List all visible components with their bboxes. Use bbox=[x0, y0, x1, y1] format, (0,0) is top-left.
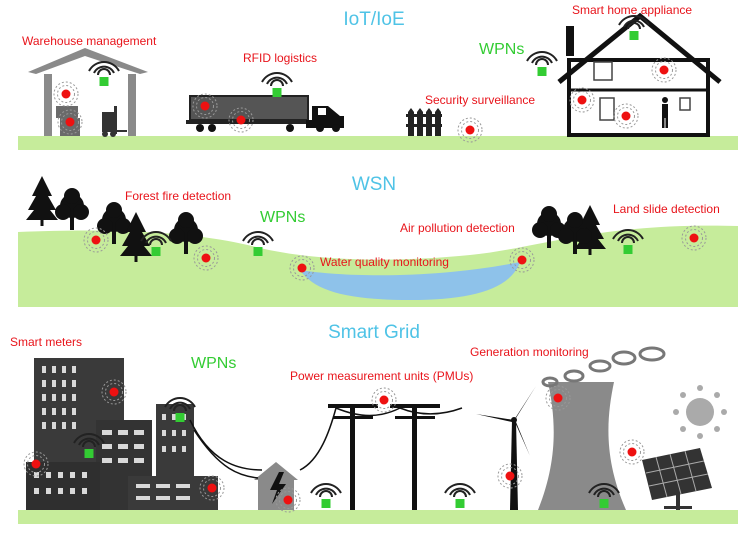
label-grid-wpns: WPNs bbox=[191, 355, 236, 372]
wpn-node-icon bbox=[310, 483, 342, 509]
label-air-pollution: Air pollution detection bbox=[400, 221, 515, 235]
sensor-node-icon bbox=[613, 103, 639, 129]
label-smart-home: Smart home appliance bbox=[572, 3, 692, 17]
iot-ground bbox=[18, 136, 738, 150]
building-windows bbox=[34, 366, 190, 500]
sensor-node-icon bbox=[619, 439, 645, 465]
label-warehouse: Warehouse management bbox=[22, 34, 157, 48]
water-lake bbox=[300, 262, 520, 300]
label-security: Security surveillance bbox=[425, 93, 535, 107]
wind-turbine-icon bbox=[476, 386, 536, 510]
truck-icon bbox=[186, 95, 344, 132]
label-iot-wpns: WPNs bbox=[479, 41, 524, 58]
sun-icon bbox=[673, 385, 727, 439]
power-pole-icon bbox=[390, 404, 440, 510]
sensor-node-icon bbox=[497, 463, 523, 489]
power-lines bbox=[189, 407, 463, 479]
transformer-icon bbox=[254, 462, 298, 510]
wpn-node-icon bbox=[261, 72, 293, 98]
wsn-title: WSN bbox=[352, 174, 396, 195]
cooling-tower-icon bbox=[538, 346, 666, 510]
tree-icon bbox=[26, 176, 58, 226]
label-pmu: Power measurement units (PMUs) bbox=[290, 369, 473, 383]
power-pole-icon bbox=[328, 404, 378, 510]
label-land-slide: Land slide detection bbox=[613, 202, 720, 216]
solar-panel-icon bbox=[642, 448, 712, 510]
sensor-node-icon bbox=[457, 117, 483, 143]
label-water-quality: Water quality monitoring bbox=[320, 255, 449, 269]
grid-ground bbox=[18, 510, 738, 524]
fence-icon bbox=[406, 108, 442, 136]
tree-icon bbox=[55, 188, 89, 230]
label-generation: Generation monitoring bbox=[470, 345, 589, 359]
sensor-node-icon bbox=[569, 87, 595, 113]
wsn-ground bbox=[18, 225, 738, 307]
label-rfid: RFID logistics bbox=[243, 51, 317, 65]
warehouse-icon bbox=[28, 48, 148, 136]
iot-title: IoT/IoE bbox=[343, 9, 404, 30]
wpn-node-icon bbox=[526, 51, 558, 77]
label-forest-fire: Forest fire detection bbox=[125, 189, 231, 203]
house-icon bbox=[557, 12, 722, 137]
grid-title: Smart Grid bbox=[328, 322, 420, 343]
label-smart-meters: Smart meters bbox=[10, 335, 82, 349]
wpn-node-icon bbox=[88, 61, 120, 87]
sensor-node-icon bbox=[53, 81, 79, 107]
forklift-icon bbox=[102, 106, 127, 137]
label-wsn-wpns: WPNs bbox=[260, 209, 305, 226]
wpn-node-icon bbox=[444, 483, 476, 509]
sensor-node-icon bbox=[371, 387, 397, 413]
